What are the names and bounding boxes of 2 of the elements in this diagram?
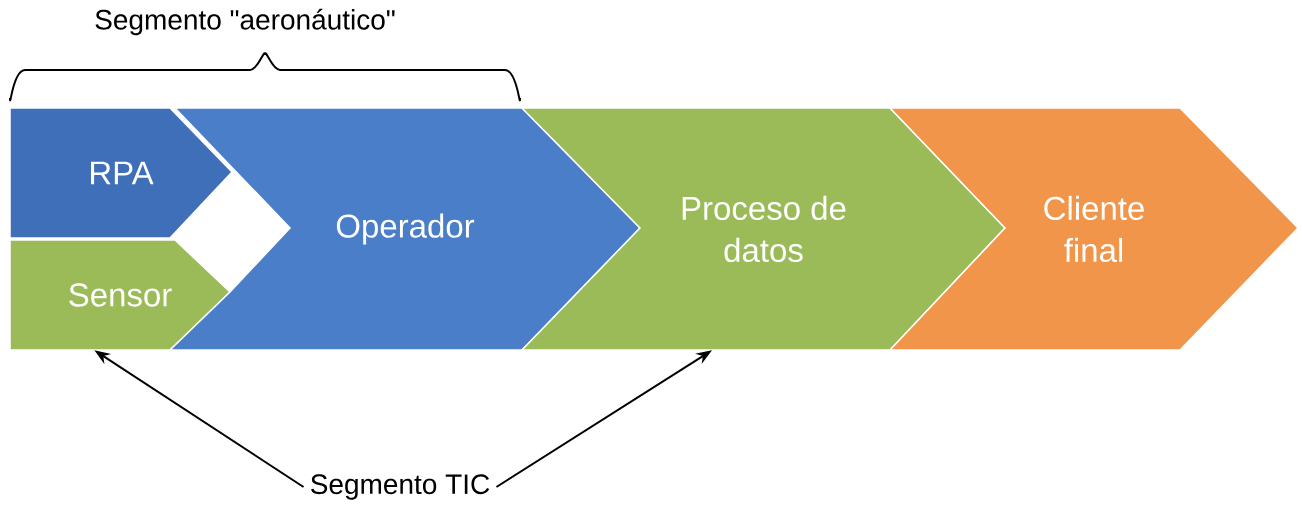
callout-text: Segmento TIC bbox=[311, 474, 490, 500]
bracket-label: Segmento "aeronáutico" bbox=[95, 8, 395, 36]
